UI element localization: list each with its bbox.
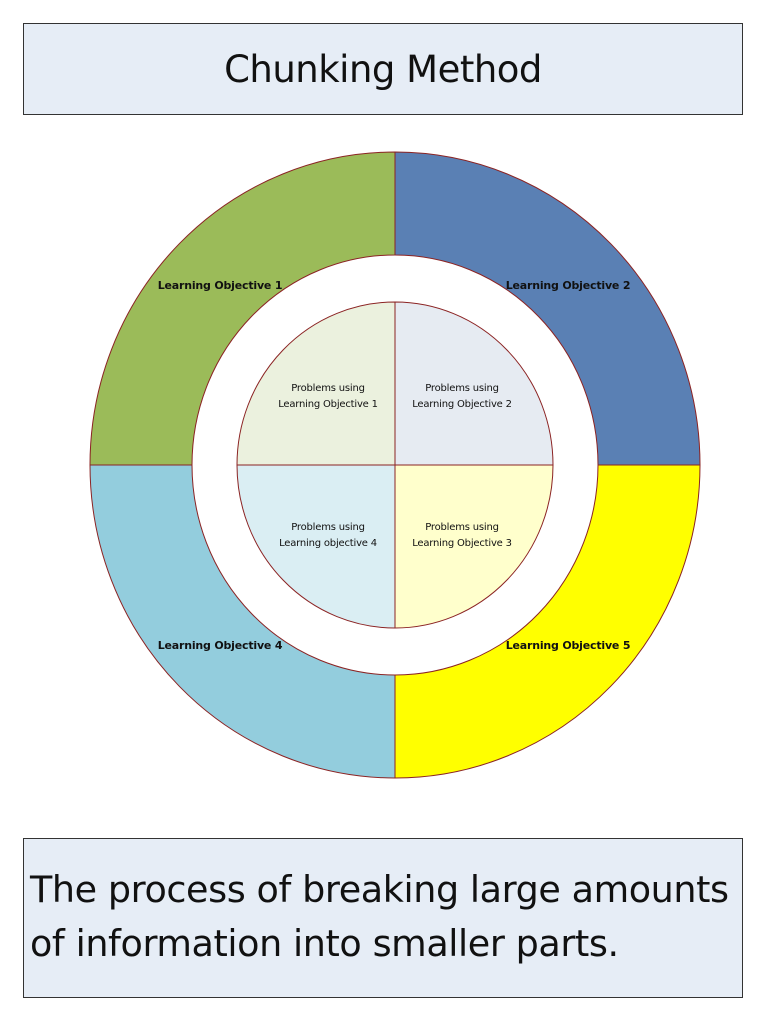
inner-segment-problems-objective-4: [236, 464, 396, 629]
outer-segment-learning-objective-2: [394, 151, 701, 466]
inner-segment-problems-objective-1: [236, 301, 396, 466]
inner-segment-problems-objective-3: [394, 464, 554, 629]
inner-label-1-line1: Problems using: [291, 383, 364, 394]
page-title: Chunking Method: [224, 47, 542, 91]
inner-label-2-line2: Learning Objective 2: [412, 399, 512, 410]
outer-segment-learning-objective-1: [89, 151, 396, 466]
title-box: Chunking Method: [23, 23, 743, 115]
definition-line-2: of information into smaller parts.: [30, 922, 619, 965]
outer-label-learning-objective-2: Learning Objective 2: [506, 279, 631, 292]
definition-box: The process of breaking large amounts of…: [23, 838, 743, 998]
inner-label-3-line1: Problems using: [425, 522, 498, 533]
outer-segment-learning-objective-5: [394, 464, 701, 779]
inner-label-1-line2: Learning Objective 1: [278, 399, 378, 410]
inner-segment-problems-objective-2: [394, 301, 554, 466]
inner-label-4-line1: Problems using: [291, 522, 364, 533]
inner-label-3-line2: Learning Objective 3: [412, 538, 512, 549]
inner-label-4-line2: Learning objective 4: [279, 538, 377, 549]
outer-label-learning-objective-5: Learning Objective 5: [506, 639, 631, 652]
outer-label-learning-objective-4: Learning Objective 4: [158, 639, 283, 652]
outer-label-learning-objective-1: Learning Objective 1: [158, 279, 283, 292]
outer-segment-learning-objective-4: [89, 464, 396, 779]
definition-line-1: The process of breaking large amounts: [30, 868, 729, 911]
inner-label-2-line1: Problems using: [425, 383, 498, 394]
